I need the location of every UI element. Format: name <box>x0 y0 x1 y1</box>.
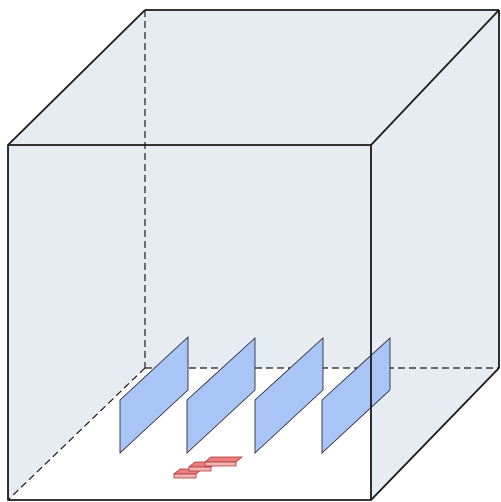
step-1-front <box>173 473 197 479</box>
hidden-edge-floor-diagonal <box>7 367 146 501</box>
box-visible-edges <box>7 9 500 501</box>
step-3 <box>203 456 244 463</box>
box-right-face <box>371 10 499 500</box>
panel-1 <box>119 336 189 454</box>
panels <box>119 336 391 454</box>
step-2-front <box>188 466 212 472</box>
box-shaded-faces <box>8 10 499 500</box>
edge-bottom-right-diagonal <box>370 367 500 501</box>
panel-3 <box>254 337 324 454</box>
panel-4 <box>321 337 391 454</box>
steps-object <box>172 456 244 479</box>
step-3-front <box>204 461 237 467</box>
edge-top-right-diagonal <box>370 9 500 146</box>
box-left-face <box>8 10 145 500</box>
panel-2 <box>186 337 256 454</box>
edge-top-left-diagonal <box>7 9 146 146</box>
